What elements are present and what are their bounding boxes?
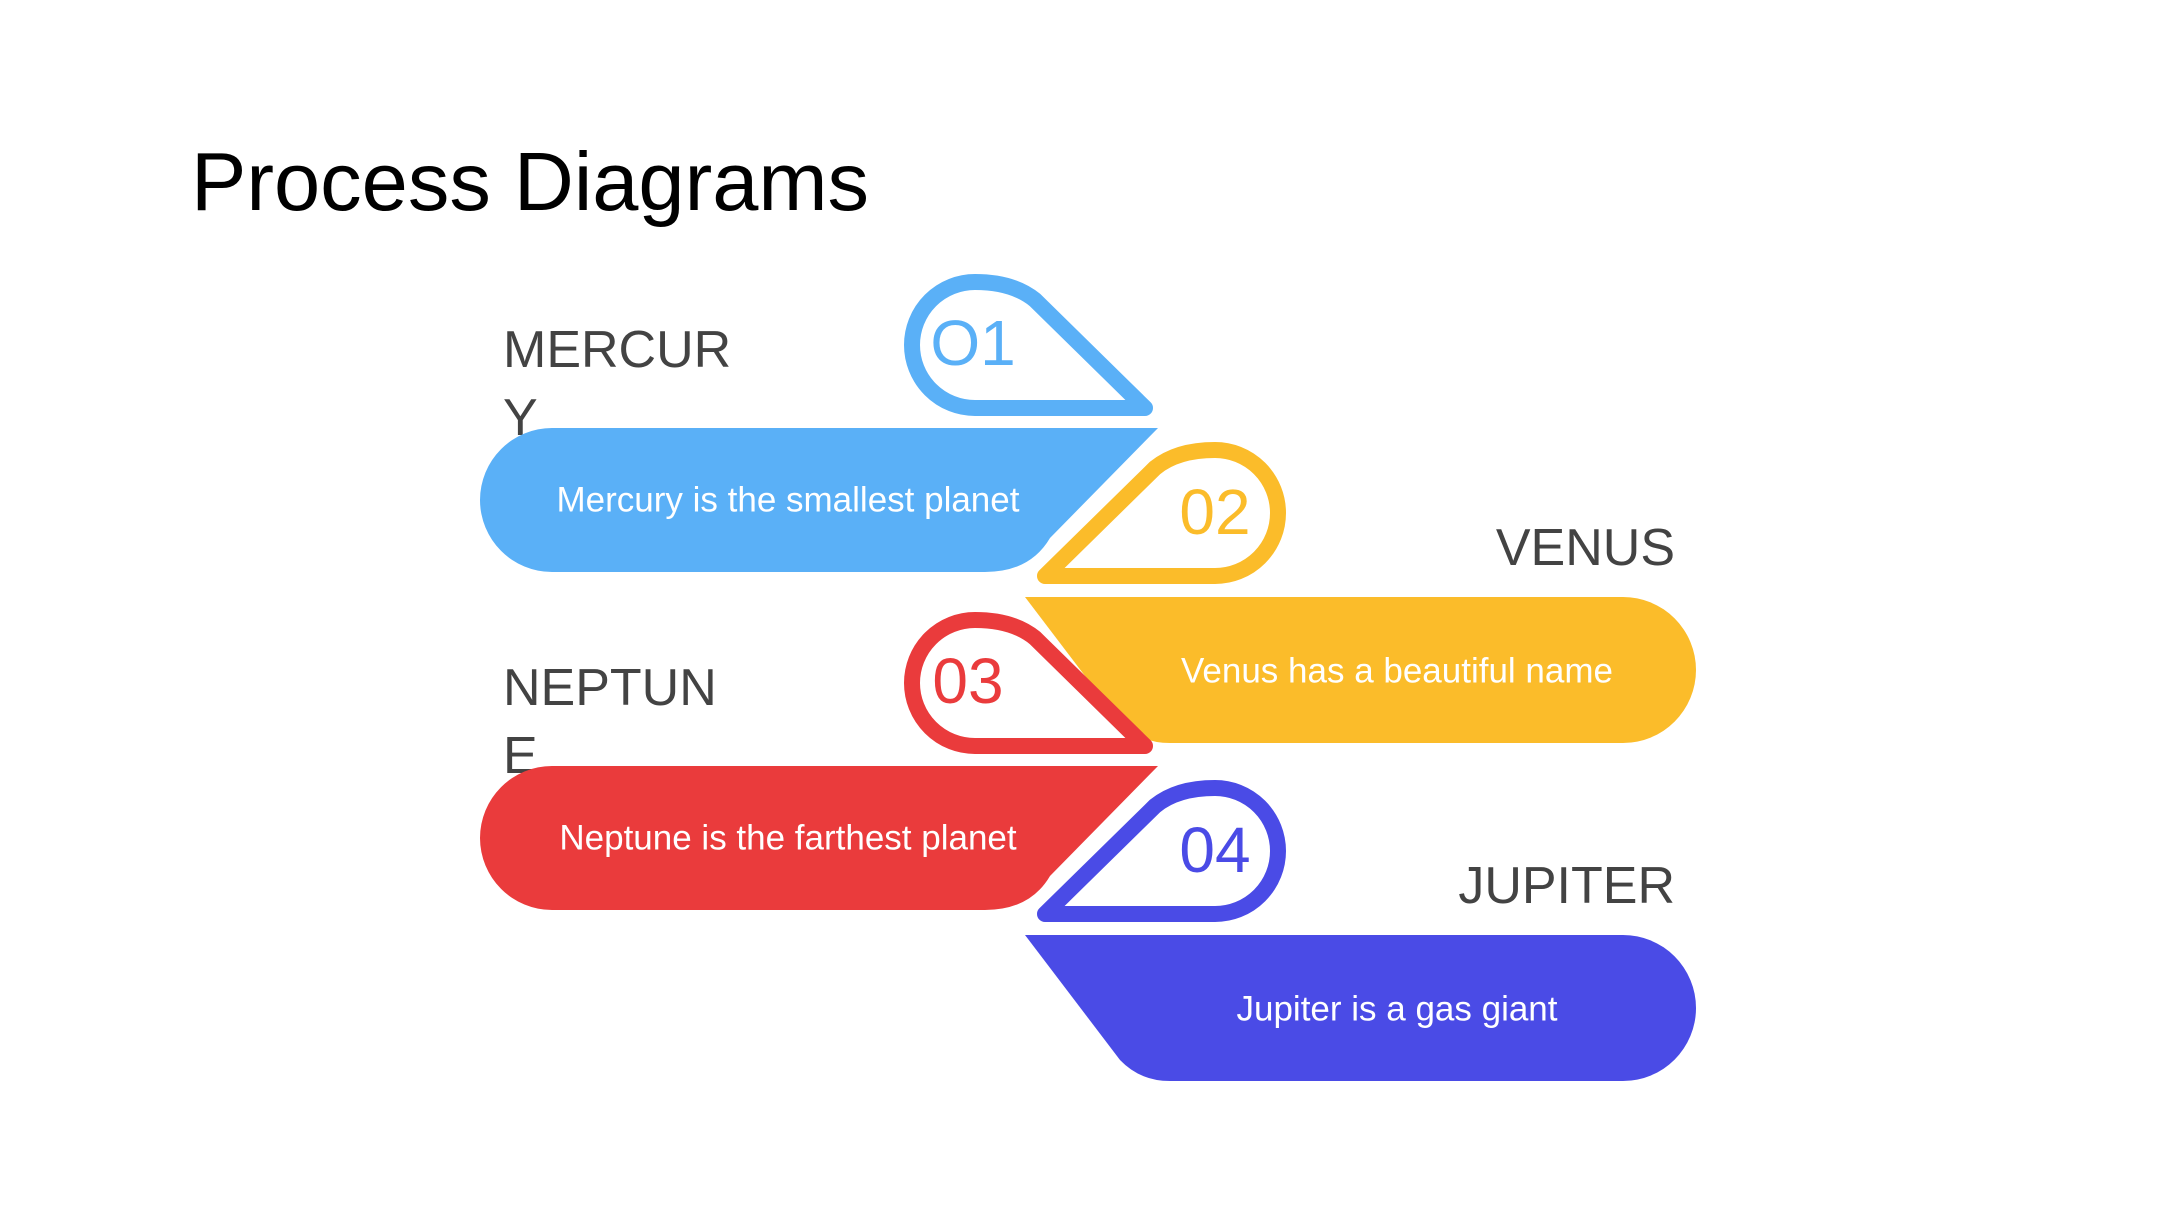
- step-3-number: 03: [932, 645, 1003, 717]
- step-1-text: Mercury is the smallest planet: [557, 480, 1020, 519]
- step-3-heading: NEPTUNE: [503, 659, 717, 785]
- step-4-text: Jupiter is a gas giant: [1236, 989, 1557, 1028]
- step-1-pill: [480, 428, 1158, 572]
- step-4-number: 04: [1179, 814, 1250, 886]
- step-2-badge: [1037, 442, 1286, 584]
- step-4-badge: [1037, 780, 1286, 922]
- step-2-heading: VENUS: [1495, 519, 1675, 577]
- step-4: Jupiter is a gas giant 04: [1025, 780, 1696, 1081]
- step-1-number: O1: [930, 307, 1015, 379]
- slide-title: Process Diagrams: [191, 135, 870, 228]
- step-3-text: Neptune is the farthest planet: [559, 818, 1017, 857]
- step-4-heading: JUPITER: [1458, 857, 1675, 915]
- step-2-text: Venus has a beautiful name: [1181, 651, 1613, 690]
- step-1: Mercury is the smallest planet O1: [480, 274, 1158, 572]
- step-3: Neptune is the farthest planet 03: [480, 612, 1158, 910]
- step-4-pill: [1025, 935, 1696, 1081]
- step-3-badge: [904, 612, 1153, 754]
- step-2-number: 02: [1179, 476, 1250, 548]
- step-3-pill: [480, 766, 1158, 910]
- step-1-badge: [904, 274, 1153, 416]
- step-1-heading: MERCURY: [503, 321, 732, 447]
- step-2: Venus has a beautiful name 02: [1025, 442, 1696, 743]
- step-2-pill: [1025, 597, 1696, 743]
